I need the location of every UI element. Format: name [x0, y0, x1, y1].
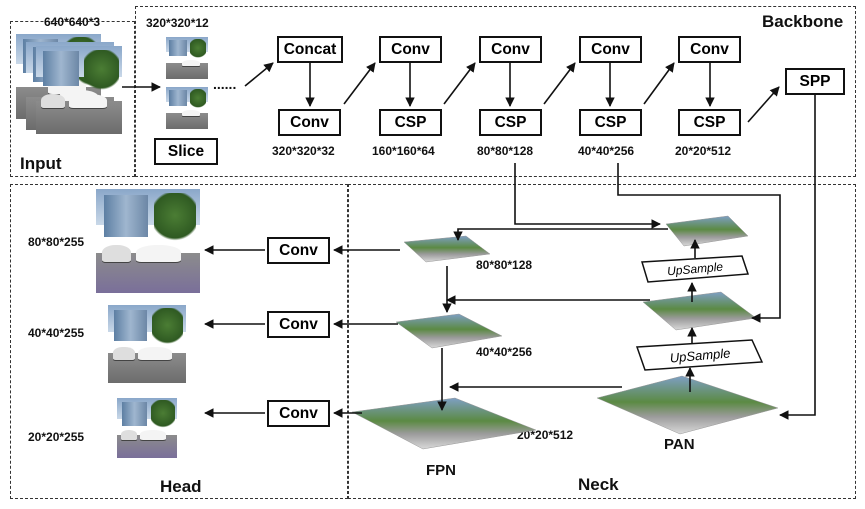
head-output-image-80	[96, 189, 200, 293]
fpn-feature-map-20	[351, 397, 537, 450]
head-output-image-40	[108, 305, 186, 383]
neck-region	[348, 184, 856, 499]
backbone-conv-4: Conv	[579, 36, 642, 63]
backbone-conv-2: Conv	[379, 36, 442, 63]
upsample-label-2: UpSample	[669, 345, 731, 365]
concat-module: Concat	[277, 36, 343, 63]
pan-label: PAN	[664, 436, 695, 453]
backbone-conv-5: Conv	[678, 36, 741, 63]
fpn-feature-map-80	[403, 235, 491, 263]
head40-dim-label: 40*40*255	[28, 326, 85, 340]
fpn40-dim-label: 40*40*256	[476, 345, 533, 359]
fpn20-dim-label: 20*20*512	[517, 428, 574, 442]
head-conv-40: Conv	[267, 311, 330, 338]
csp1-dim-label: 160*160*64	[372, 144, 435, 158]
backbone-csp-3: CSP	[579, 109, 642, 136]
input-label: Input	[20, 154, 62, 173]
backbone-csp-1: CSP	[379, 109, 442, 136]
backbone-conv-1: Conv	[278, 109, 341, 136]
input-dim-label: 640*640*3	[44, 15, 101, 29]
upsample-box-2: UpSample	[635, 339, 764, 371]
slice-image-1	[166, 37, 208, 79]
backbone-csp-2: CSP	[479, 109, 542, 136]
head-label: Head	[160, 477, 202, 496]
fpn-label: FPN	[426, 462, 456, 479]
csp4-dim-label: 20*20*512	[675, 144, 732, 158]
backbone-csp-4: CSP	[678, 109, 741, 136]
upsample-label-1: UpSample	[666, 260, 723, 279]
csp2-dim-label: 80*80*128	[477, 144, 534, 158]
fpn80-dim-label: 80*80*128	[476, 258, 533, 272]
slice-image-2	[166, 87, 208, 129]
conv1-dim-label: 320*320*32	[272, 144, 335, 158]
neck-label: Neck	[578, 475, 619, 494]
upsample-box-1: UpSample	[641, 255, 750, 283]
pan-feature-map-20	[596, 375, 779, 435]
head20-dim-label: 20*20*255	[28, 430, 85, 444]
backbone-conv-3: Conv	[479, 36, 542, 63]
head80-dim-label: 80*80*255	[28, 235, 85, 249]
head-output-image-20	[117, 398, 177, 458]
slice-out-dim-label: 320*320*12	[146, 16, 209, 30]
ellipsis: ......	[213, 76, 237, 92]
head-conv-20: Conv	[267, 400, 330, 427]
backbone-region	[135, 6, 856, 177]
csp3-dim-label: 40*40*256	[578, 144, 635, 158]
head-region	[10, 184, 348, 499]
input-region	[10, 21, 135, 177]
head-conv-80: Conv	[267, 237, 330, 264]
input-image	[36, 46, 122, 134]
slice-module: Slice	[154, 138, 218, 165]
fpn-feature-map-40	[395, 313, 503, 349]
backbone-label: Backbone	[762, 12, 844, 31]
pan-feature-map-40	[642, 291, 757, 331]
spp-module: SPP	[785, 68, 845, 95]
pan-feature-map-80	[665, 215, 749, 247]
